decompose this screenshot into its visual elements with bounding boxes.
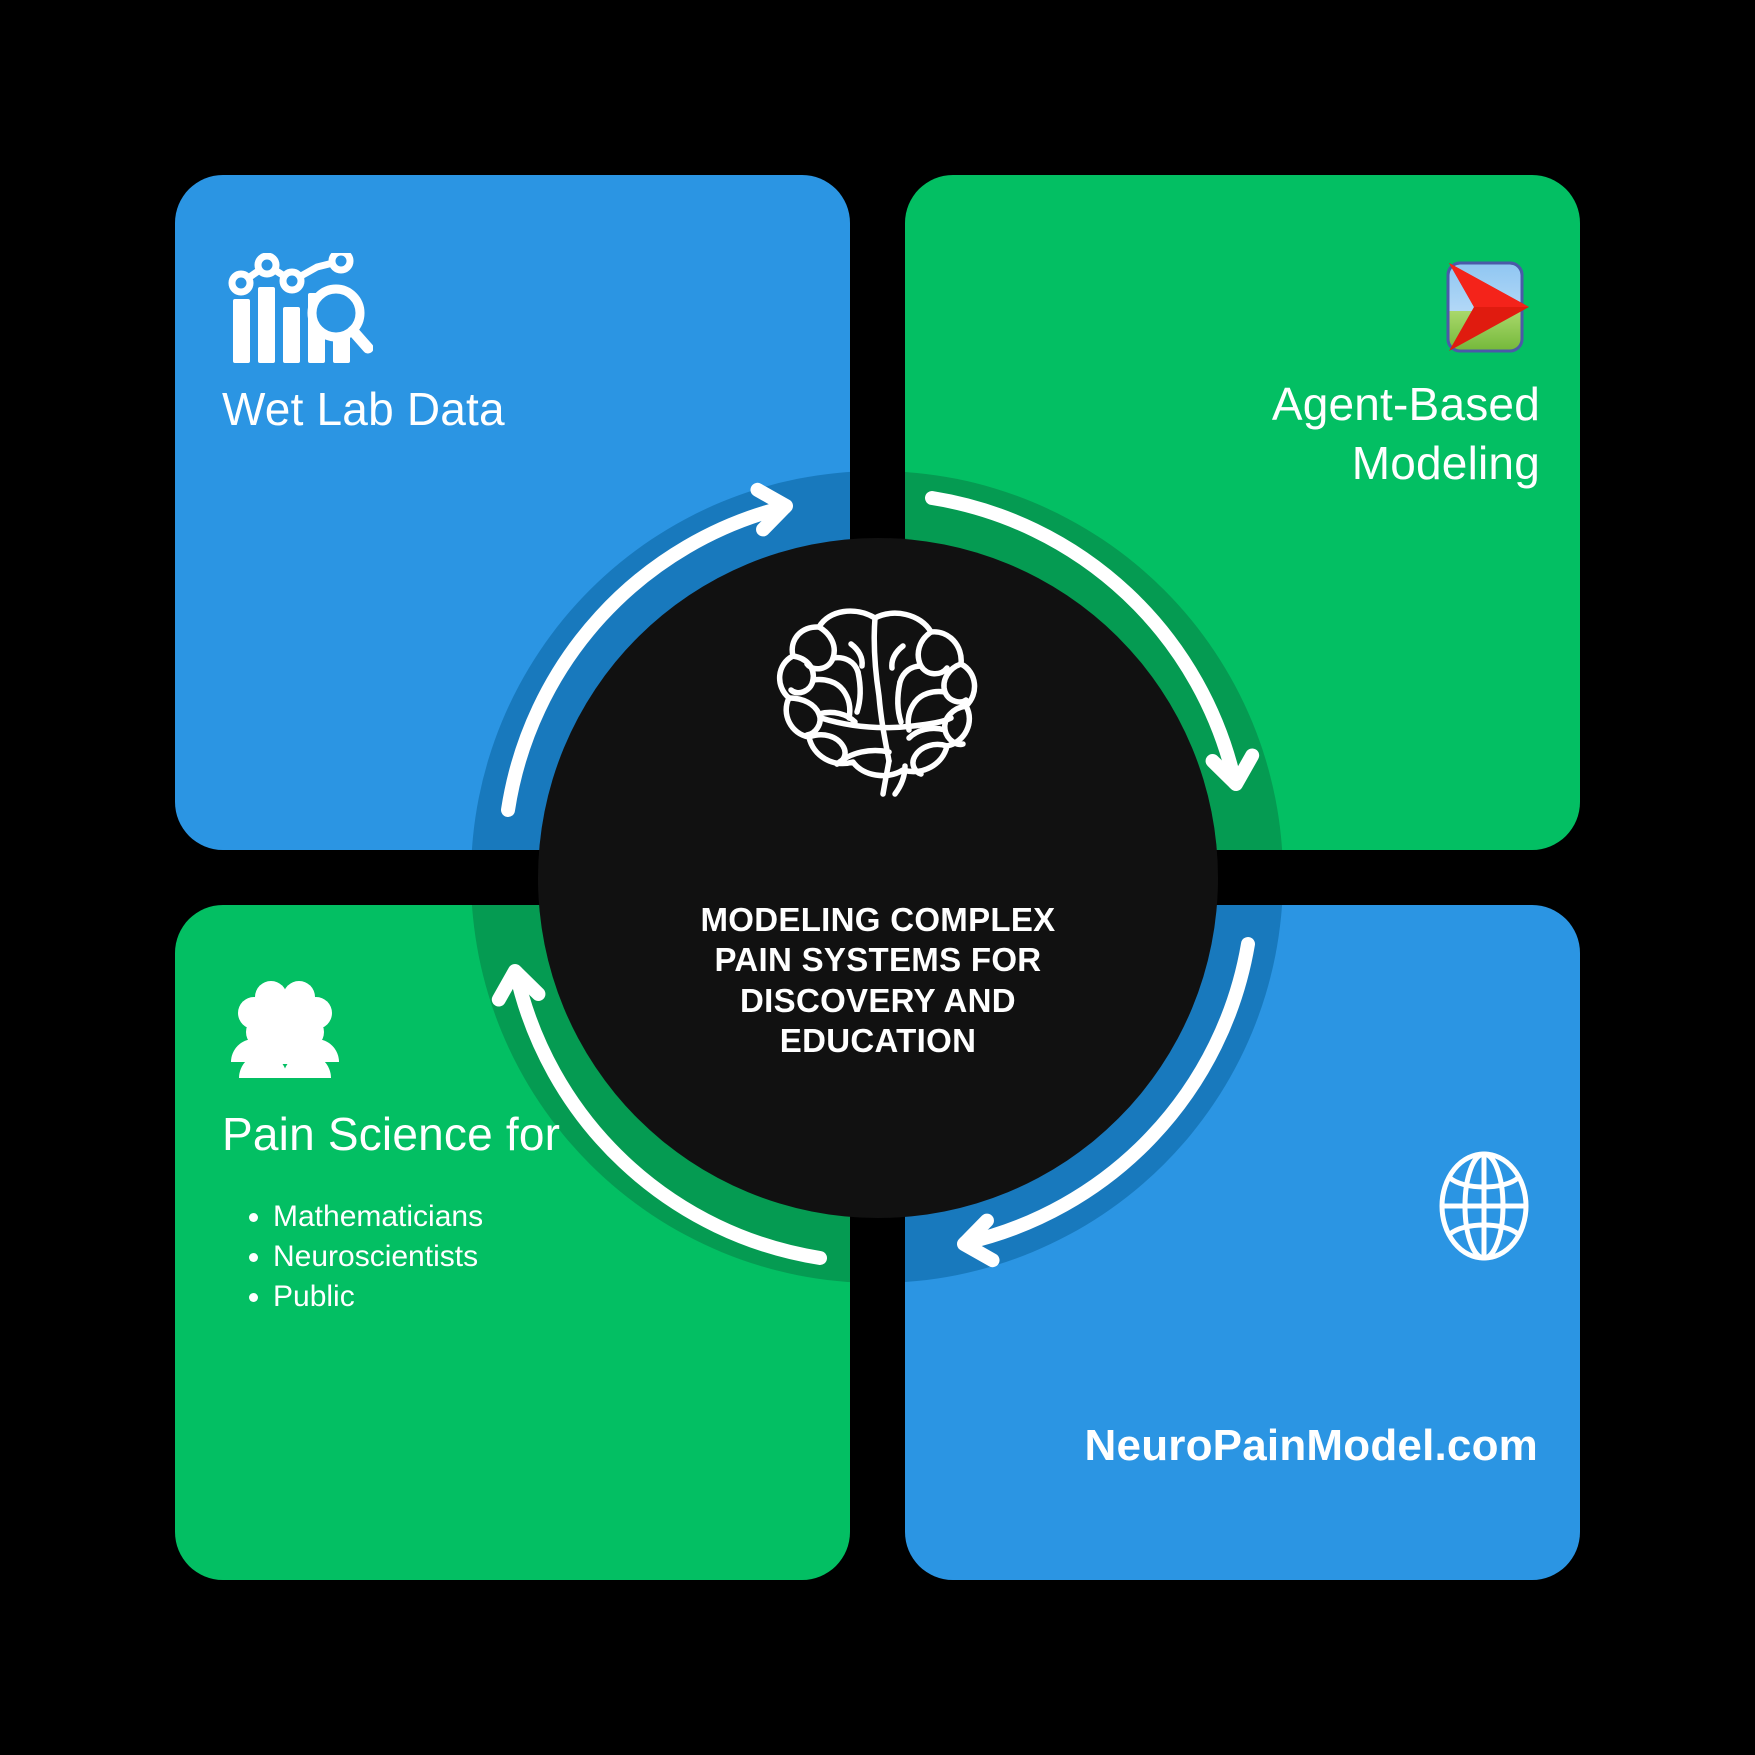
hub-title-line-3: DISCOVERY AND	[740, 981, 1016, 1019]
hub-title-line-1: MODELING COMPLEX	[700, 901, 1056, 938]
title-line-1: Agent-Based	[1271, 378, 1540, 430]
hub-title: MODELING COMPLEX PAIN SYSTEMS FOR DISCOV…	[588, 900, 1168, 1061]
center-hub[interactable]: MODELING COMPLEX PAIN SYSTEMS FOR DISCOV…	[538, 538, 1218, 1218]
hub-disc	[538, 538, 1218, 1218]
quadrant-title-neuropainmodel-website: NeuroPainModel.com	[1084, 1421, 1538, 1470]
people-group-icon	[223, 980, 347, 1083]
quadrant-title-wet-lab-data: Wet Lab Data	[222, 383, 505, 435]
bar-chart-analytics-icon	[223, 248, 374, 376]
list-item: Neuroscientists	[273, 1237, 483, 1277]
brain-icon	[763, 600, 993, 805]
hub-title-line-4: EDUCATION	[779, 1021, 977, 1059]
netlogo-app-icon	[1434, 255, 1538, 364]
globe-icon	[1436, 1150, 1532, 1267]
hub-title-line-2: PAIN SYSTEMS FOR	[714, 941, 1042, 979]
audience-list: Mathematicians Neuroscientists Public	[235, 1197, 483, 1317]
list-item: Public	[273, 1277, 483, 1317]
quadrant-title-agent-based-modeling: Agent-Based Modeling	[1120, 375, 1540, 493]
quadrant-title-pain-science-for: Pain Science for	[222, 1108, 561, 1160]
list-item: Mathematicians	[273, 1197, 483, 1237]
title-line-2: Modeling	[1351, 436, 1540, 489]
